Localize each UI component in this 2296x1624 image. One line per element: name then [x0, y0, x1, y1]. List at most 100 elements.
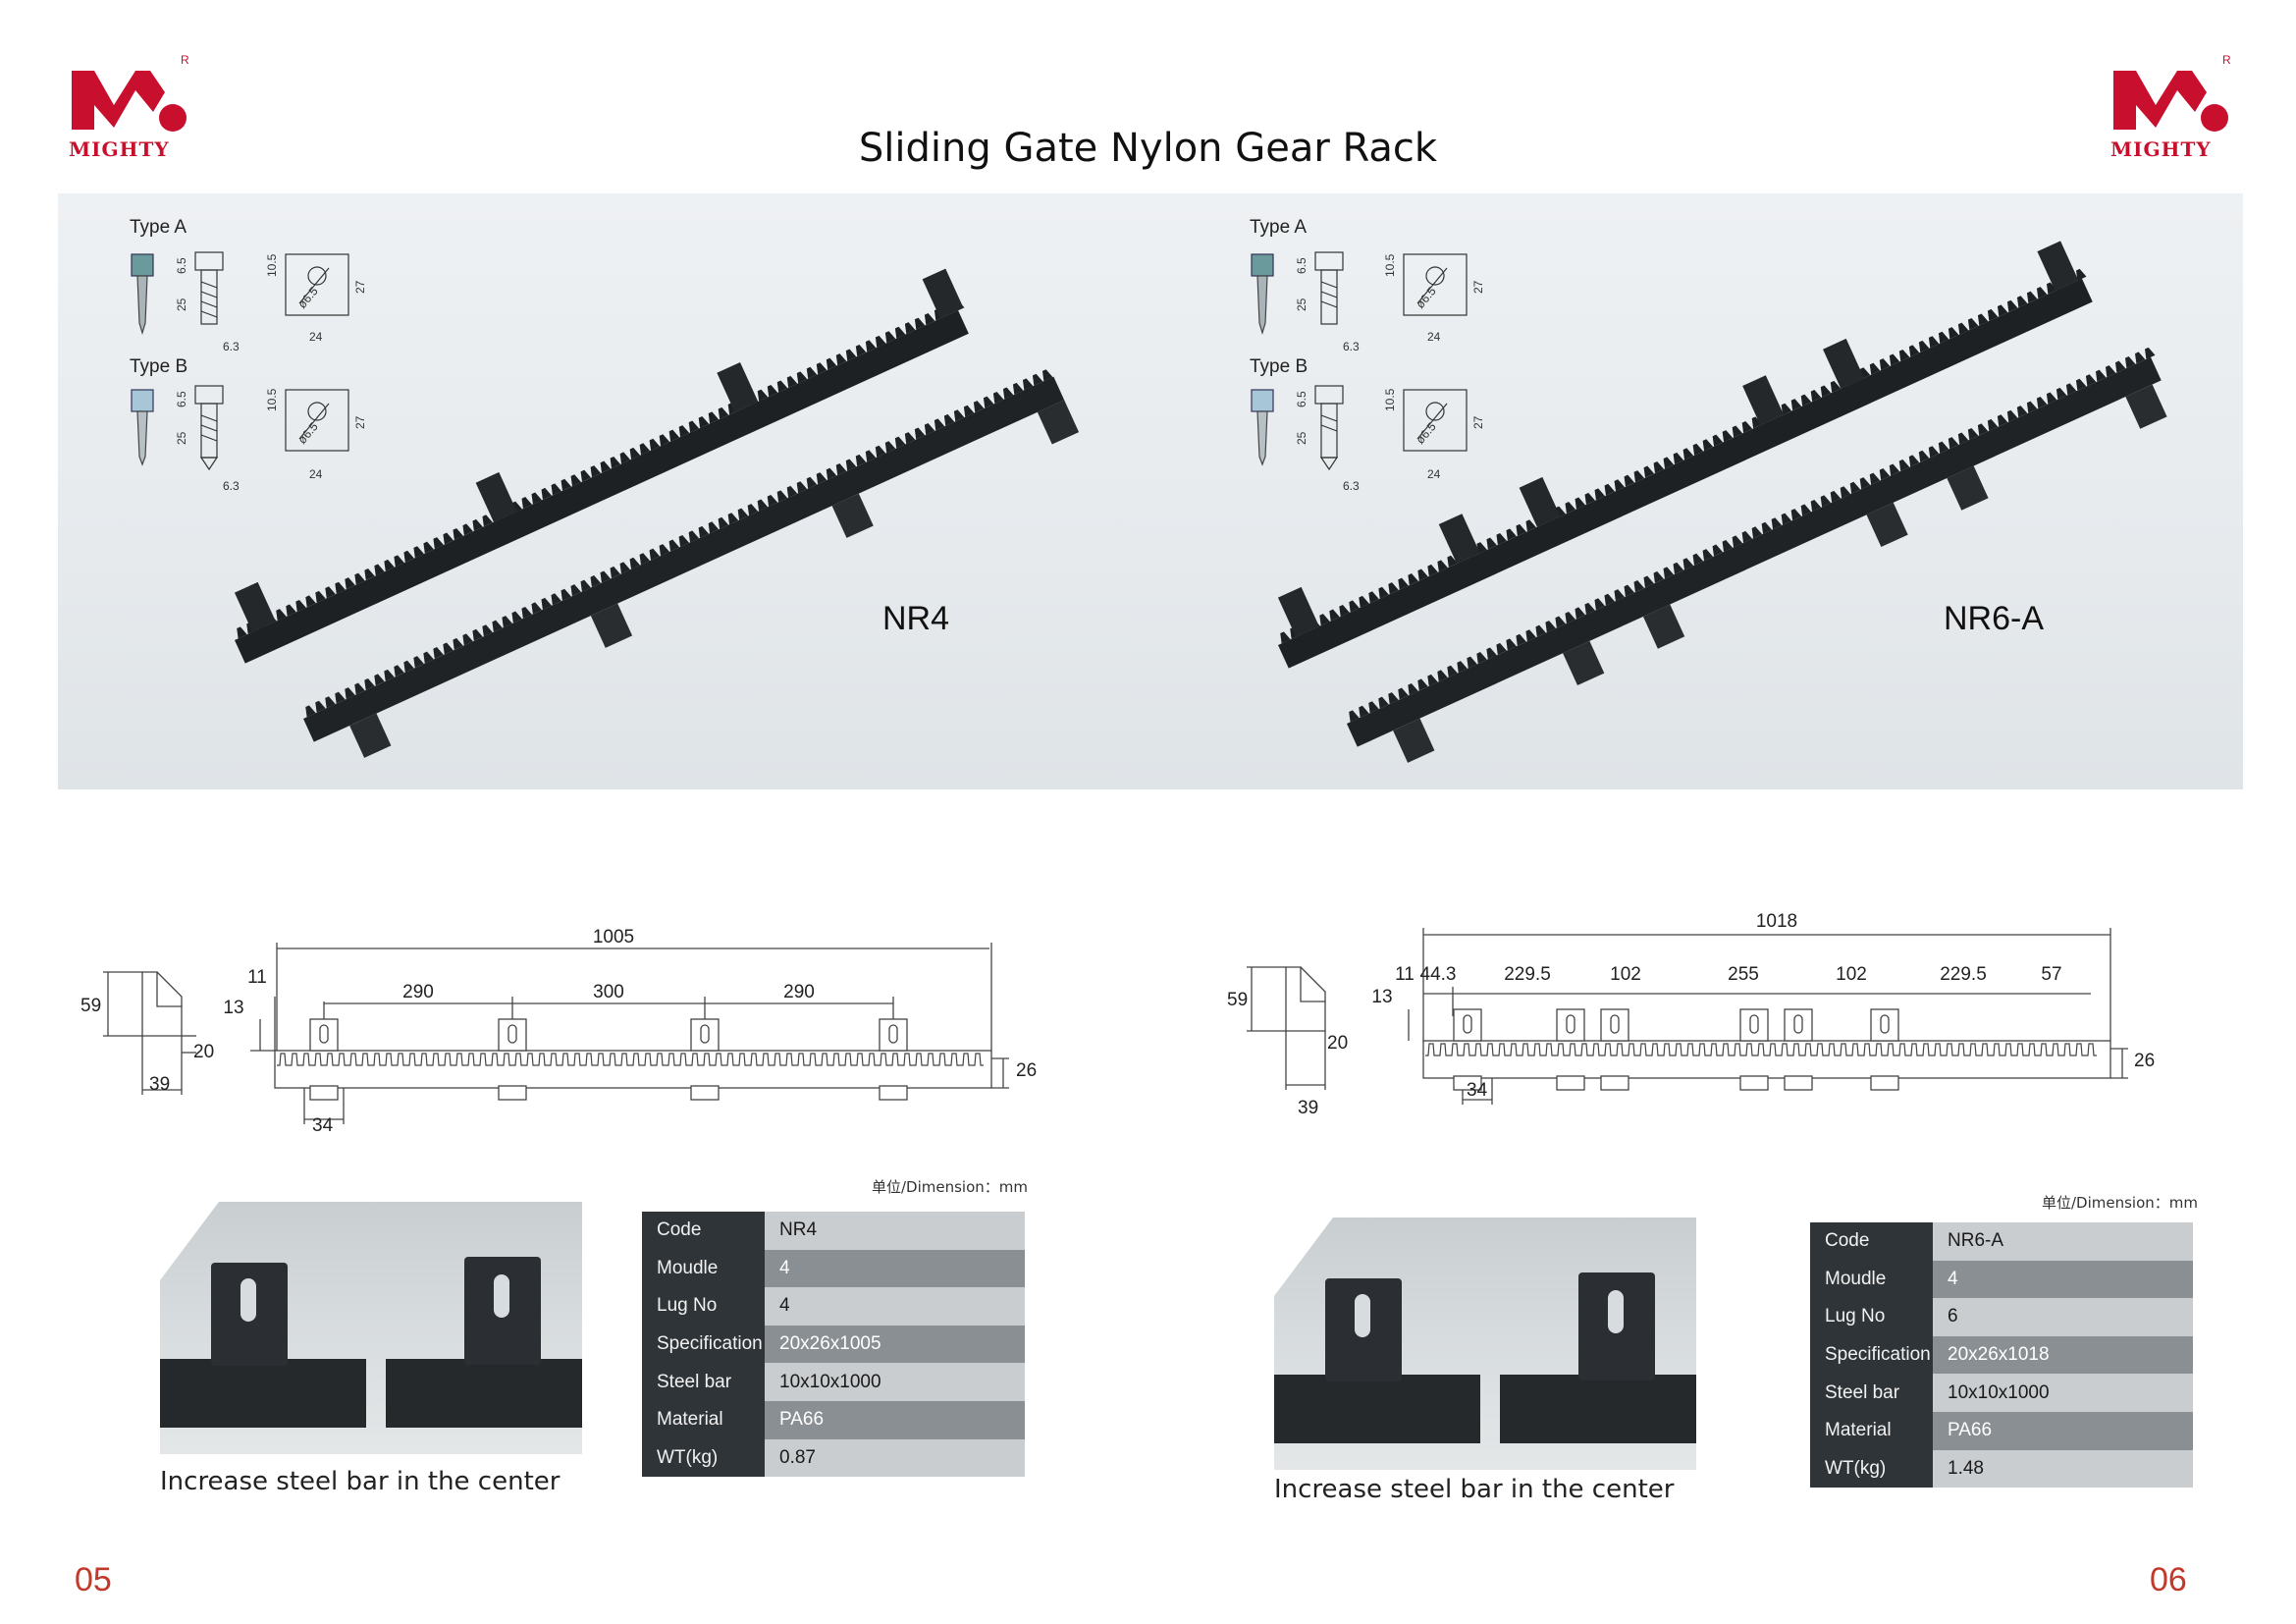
dim-b7: 24 [309, 467, 323, 481]
spec-key: Material [642, 1400, 765, 1439]
dim-a3: 6.3 [223, 340, 240, 353]
spec-value: 10x10x1000 [1933, 1374, 2193, 1412]
spec-value: 0.87 [765, 1438, 1025, 1478]
product-photo-nr4: 6.5 25 6.3 10.5 27 ø6.5 24 6.5 25 6.3 10… [58, 193, 1150, 789]
type-b-label: Type B [1250, 356, 1308, 377]
brand-logo-right: R MIGHTY [2109, 51, 2236, 174]
spec-value: NR4 [765, 1212, 1025, 1250]
dim-b4: 10.5 [1383, 388, 1397, 411]
dim-a4: 10.5 [1383, 253, 1397, 277]
dim-side-height: 59 [80, 996, 101, 1016]
dim-a6: ø6.5 [1414, 284, 1439, 311]
dim-b1: 6.5 [1295, 391, 1308, 407]
mighty-logo-icon [2113, 71, 2228, 132]
gear-rack-photo-icon: 6.5 25 6.3 10.5 27 ø6.5 24 6.5 25 6.3 10… [1251, 241, 2167, 763]
spec-value: 4 [1933, 1260, 2193, 1299]
technical-drawing-nr4: 1005 290 300 290 11 13 59 20 39 34 26 [80, 927, 1037, 1136]
dim-a2: 25 [1295, 298, 1308, 311]
dim-height-small: 13 [1371, 987, 1392, 1007]
dim-spacing-3: 290 [783, 982, 815, 1002]
dim-spacing-4: 102 [1836, 964, 1867, 985]
spec-key: Lug No [1810, 1298, 1933, 1336]
dim-spacing-1: 290 [402, 982, 434, 1002]
caption-nr4: Increase steel bar in the center [160, 1467, 561, 1496]
closeup-photo-nr6a [1274, 1218, 1696, 1470]
gear-closeup-icon [1274, 1218, 1696, 1443]
spec-row: WT(kg)0.87 [642, 1438, 1025, 1478]
dim-side-width: 20 [193, 1042, 214, 1062]
dim-lug-width: 34 [312, 1115, 334, 1136]
dim-b3: 6.3 [223, 479, 240, 493]
dim-total: 1005 [593, 927, 634, 947]
dim-offset: 11 [1395, 964, 1415, 985]
caption-nr6a: Increase steel bar in the center [1274, 1475, 1675, 1504]
spec-key: Moudle [642, 1249, 765, 1288]
dim-rack-height: 26 [2134, 1051, 2155, 1071]
spec-key: Material [1810, 1411, 1933, 1450]
spec-value: 20x26x1018 [1933, 1335, 2193, 1375]
dim-total: 1018 [1756, 911, 1797, 932]
spec-value: 10x10x1000 [765, 1363, 1025, 1401]
brand-name: MIGHTY [69, 137, 170, 161]
dim-b2: 25 [1295, 431, 1308, 445]
spec-value: NR6-A [1933, 1222, 2193, 1261]
spec-key: Moudle [1810, 1260, 1933, 1299]
dim-side-height: 59 [1227, 990, 1248, 1010]
dim-a1: 6.5 [175, 257, 188, 274]
dim-b1: 6.5 [175, 391, 188, 407]
page-number-left: 05 [75, 1561, 112, 1598]
dim-height-small: 13 [223, 998, 243, 1018]
dim-a3: 6.3 [1343, 340, 1360, 353]
dim-spacing-6: 57 [2041, 964, 2061, 985]
spec-row: WT(kg)1.48 [1810, 1449, 2193, 1489]
spec-key: Lug No [642, 1287, 765, 1326]
dim-side-depth: 39 [149, 1074, 170, 1095]
spec-key: Code [1810, 1222, 1933, 1261]
dim-side-width: 20 [1327, 1033, 1348, 1054]
gear-rack-photo-icon: 6.5 25 6.3 10.5 27 ø6.5 24 6.5 25 6.3 10… [131, 251, 1080, 758]
closeup-photo-nr4 [160, 1202, 582, 1454]
dim-a4: 10.5 [265, 253, 279, 277]
dim-b4: 10.5 [265, 388, 279, 411]
dim-b7: 24 [1427, 467, 1441, 481]
spec-value: 1.48 [1933, 1449, 2193, 1489]
spec-key: Steel bar [1810, 1374, 1933, 1412]
type-b-label: Type B [130, 356, 188, 377]
model-label-nr6a: NR6-A [1944, 600, 2045, 637]
registered-mark: R [2222, 53, 2231, 67]
technical-drawing-nr6a: 1018 11 44.3 229.5 102 255 102 229.5 57 … [1227, 911, 2155, 1118]
dim-lug-width: 34 [1467, 1080, 1488, 1101]
spec-key: Specification [1810, 1335, 1933, 1375]
registered-mark: R [181, 53, 189, 67]
page-title: Sliding Gate Nylon Gear Rack [858, 126, 1438, 171]
dim-b6: ø6.5 [295, 419, 321, 447]
dim-a7: 24 [309, 330, 323, 344]
spec-key: Code [642, 1212, 765, 1250]
spec-value: PA66 [1933, 1411, 2193, 1450]
spec-value: 4 [765, 1249, 1025, 1288]
dim-a6: ø6.5 [295, 284, 321, 311]
dim-rack-height: 26 [1016, 1060, 1037, 1081]
dimension-unit-nr4: 单位/Dimension：mm [872, 1178, 1029, 1196]
spec-value: 4 [765, 1287, 1025, 1326]
dim-spacing-5: 229.5 [1940, 964, 1987, 985]
brand-name: MIGHTY [2110, 137, 2212, 161]
dim-a1: 6.5 [1295, 257, 1308, 274]
dimension-unit-nr6a: 单位/Dimension：mm [2042, 1194, 2199, 1212]
mighty-logo-icon [72, 71, 187, 132]
type-a-label: Type A [130, 217, 187, 238]
dim-b6: ø6.5 [1414, 419, 1439, 447]
dim-spacing-2: 300 [593, 982, 624, 1002]
model-label-nr4: NR4 [882, 600, 950, 637]
spec-key: Specification [642, 1325, 765, 1364]
